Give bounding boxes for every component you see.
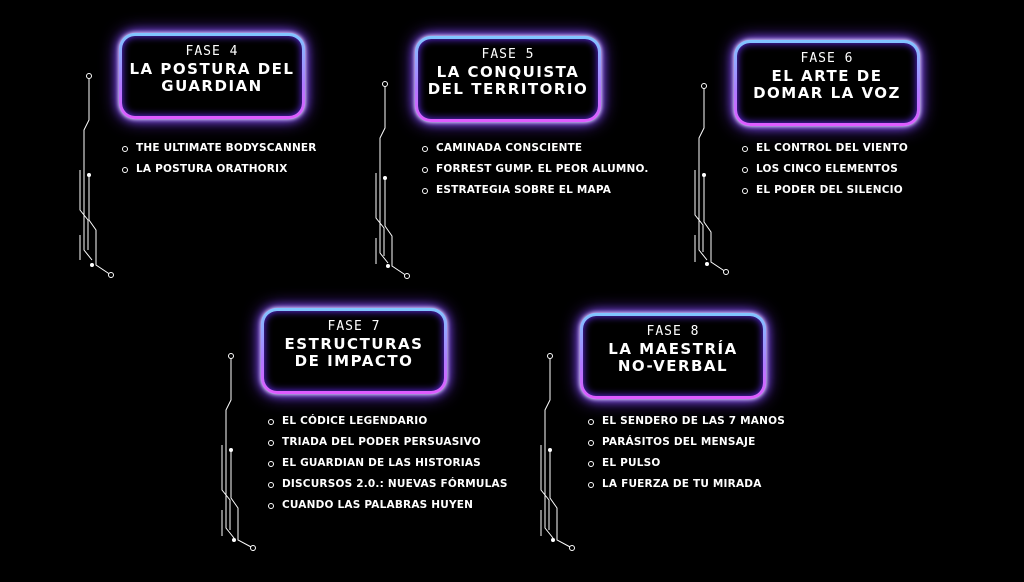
phase-card: FASE 7 ESTRUCTURAS DE IMPACTO [261,308,447,394]
list-item: CUANDO LAS PALABRAS HUYEN [268,495,508,516]
list-item: LOS CINCO ELEMENTOS [742,159,908,180]
phase-topic-list: EL CÓDICE LEGENDARIO TRIADA DEL PODER PE… [268,411,508,516]
list-item: EL PULSO [588,453,785,474]
circuit-decoration-icon [221,353,256,551]
phase-card: FASE 5 LA CONQUISTA DEL TERRITORIO [415,36,601,122]
phase-title: LA POSTURA DEL GUARDIAN [129,60,295,95]
phase-label: FASE 5 [481,47,535,62]
list-item: FORREST GUMP. EL PEOR ALUMNO. [422,159,649,180]
phase-card: FASE 6 EL ARTE DE DOMAR LA VOZ [734,40,920,126]
list-item: EL CÓDICE LEGENDARIO [268,411,508,432]
phase-label: FASE 8 [646,324,700,339]
list-item: LA FUERZA DE TU MIRADA [588,474,785,495]
circuit-decoration-icon [540,353,575,551]
list-item: PARÁSITOS DEL MENSAJE [588,432,785,453]
phase-card: FASE 8 LA MAESTRÍA NO-VERBAL [580,313,766,399]
list-item: TRIADA DEL PODER PERSUASIVO [268,432,508,453]
phase-label: FASE 7 [327,319,381,334]
phase-topic-list: CAMINADA CONSCIENTE FORREST GUMP. EL PEO… [422,138,649,201]
list-item: THE ULTIMATE BODYSCANNER [122,138,317,159]
list-item: EL GUARDIAN DE LAS HISTORIAS [268,453,508,474]
phase-topic-list: EL CONTROL DEL VIENTO LOS CINCO ELEMENTO… [742,138,908,201]
list-item: EL CONTROL DEL VIENTO [742,138,908,159]
circuit-decoration-icon [375,81,410,279]
phase-label: FASE 6 [800,51,854,66]
phase-title: LA CONQUISTA DEL TERRITORIO [427,63,589,98]
phase-title: ESTRUCTURAS DE IMPACTO [284,335,424,370]
phase-card: FASE 4 LA POSTURA DEL GUARDIAN [119,33,305,119]
phase-label: FASE 4 [185,44,239,59]
list-item: DISCURSOS 2.0.: NUEVAS FÓRMULAS [268,474,508,495]
list-item: CAMINADA CONSCIENTE [422,138,649,159]
list-item: EL PODER DEL SILENCIO [742,180,908,201]
phase-title: EL ARTE DE DOMAR LA VOZ [753,67,901,102]
list-item: LA POSTURA ORATHORIX [122,159,317,180]
list-item: ESTRATEGIA SOBRE EL MAPA [422,180,649,201]
phase-topic-list: THE ULTIMATE BODYSCANNER LA POSTURA ORAT… [122,138,317,180]
phase-title: LA MAESTRÍA NO-VERBAL [608,340,738,375]
list-item: EL SENDERO DE LAS 7 MANOS [588,411,785,432]
phase-topic-list: EL SENDERO DE LAS 7 MANOS PARÁSITOS DEL … [588,411,785,495]
circuit-decoration-icon [79,73,114,278]
circuit-decoration-icon [694,83,729,275]
